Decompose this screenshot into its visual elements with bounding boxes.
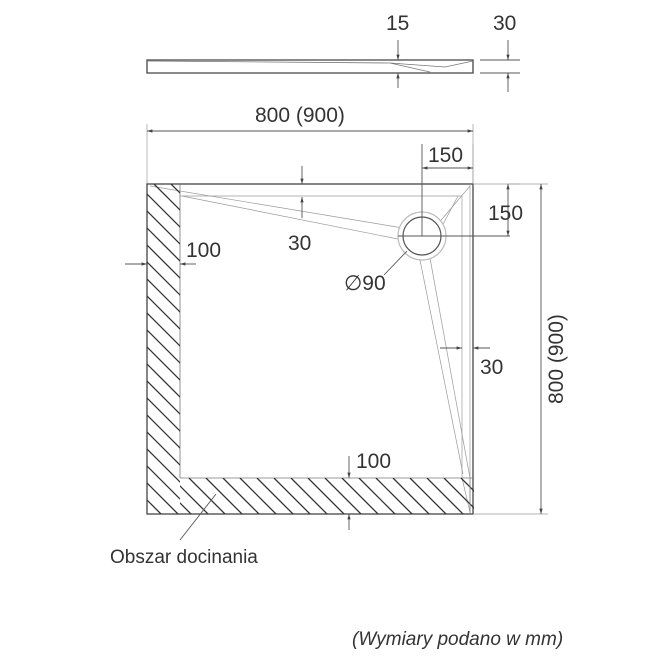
hatch-line bbox=[147, 414, 180, 449]
cut-area-hatch-left bbox=[0, 184, 518, 514]
left-trim-dimension: 100 bbox=[125, 239, 221, 266]
hatch-line bbox=[188, 184, 518, 514]
top-width-label: 800 (900) bbox=[255, 104, 345, 127]
hatch-line bbox=[180, 485, 209, 514]
drain-offset-y-label: 150 bbox=[488, 202, 523, 225]
hatch-line bbox=[409, 478, 447, 514]
drain-diameter-label: ∅90 bbox=[344, 272, 386, 295]
hatch-line bbox=[170, 184, 180, 194]
hatch-line bbox=[375, 478, 413, 514]
hatch-line bbox=[256, 478, 294, 514]
drain-icon bbox=[397, 144, 510, 261]
width-dimension: 800 (900) bbox=[146, 104, 474, 184]
bottom-trim-dimension: 100 bbox=[347, 450, 391, 530]
hatch-line bbox=[147, 499, 162, 514]
drain-offset-x-label: 150 bbox=[428, 144, 463, 167]
hatch-line bbox=[239, 478, 277, 514]
drain-offset-y-dimension: 150 bbox=[473, 183, 523, 236]
slope-top-depth-dimension: 30 bbox=[288, 166, 311, 255]
side-profile-view: 15 30 bbox=[146, 12, 520, 92]
hatch-line bbox=[147, 261, 180, 296]
hatch-line bbox=[104, 478, 140, 514]
slope-top-depth-label: 30 bbox=[288, 232, 311, 255]
hatch-line bbox=[147, 278, 180, 313]
left-trim-width-label: 100 bbox=[186, 239, 221, 262]
hatch-line bbox=[147, 227, 180, 262]
profile-total-height-label: 30 bbox=[493, 12, 516, 35]
hatch-line bbox=[222, 478, 260, 514]
hatch-line bbox=[121, 478, 157, 514]
cut-area-label: Obszar docinania bbox=[110, 547, 258, 568]
hatch-line bbox=[180, 502, 192, 514]
hatch-line bbox=[0, 184, 127, 514]
hatch-line bbox=[392, 478, 430, 514]
hatch-line bbox=[290, 478, 328, 514]
right-height-label: 800 (900) bbox=[545, 314, 568, 404]
cut-area-hatch-bottom bbox=[104, 478, 514, 514]
hatch-line bbox=[358, 478, 396, 514]
hatch-line bbox=[426, 478, 464, 514]
hatch-line bbox=[478, 478, 514, 514]
hatch-line bbox=[460, 478, 474, 492]
hatch-line bbox=[147, 329, 180, 364]
height-dimension: 800 (900) bbox=[473, 183, 568, 515]
hatch-line bbox=[324, 478, 362, 514]
slope-right-depth-label: 30 bbox=[480, 356, 503, 379]
hatch-line bbox=[147, 295, 180, 330]
hatch-line bbox=[341, 478, 379, 514]
drain-offset-x-dimension: 150 bbox=[422, 144, 474, 184]
hatch-line bbox=[147, 482, 179, 514]
hatch-line bbox=[307, 478, 345, 514]
hatch-line bbox=[0, 184, 144, 514]
hatch-line bbox=[147, 397, 180, 432]
hatch-line bbox=[205, 478, 243, 514]
hatch-line bbox=[147, 346, 180, 381]
hatch-line bbox=[147, 210, 180, 245]
hatch-line bbox=[443, 478, 474, 509]
bottom-trim-width-label: 100 bbox=[356, 450, 391, 473]
hatch-line bbox=[188, 478, 226, 514]
hatch-line bbox=[147, 448, 180, 483]
slope-right-depth-dimension: 30 bbox=[440, 346, 503, 379]
hatch-line bbox=[147, 431, 180, 466]
profile-slope-height-label: 15 bbox=[386, 12, 409, 35]
hatch-line bbox=[273, 478, 311, 514]
hatch-line bbox=[0, 184, 110, 514]
hatch-line bbox=[147, 380, 180, 415]
units-note: (Wymiary podano w mm) bbox=[352, 629, 563, 650]
